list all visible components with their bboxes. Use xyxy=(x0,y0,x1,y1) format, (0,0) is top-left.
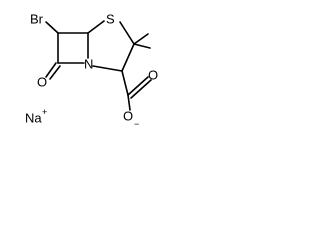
bond-carboxyl-o-double-a xyxy=(127,76,149,96)
nitrogen-label: N xyxy=(84,57,93,72)
bond-c7-o-double-a xyxy=(45,62,57,78)
bond-br-c6 xyxy=(45,21,59,34)
bond-c2-c3 xyxy=(121,43,135,72)
sulfur-label: S xyxy=(106,12,115,27)
bond-c2-methyl-down xyxy=(133,43,151,49)
atom-labels: Br S N O O O − Na + xyxy=(25,12,158,130)
bond-carboxyl-o-single xyxy=(127,94,131,111)
bond-c2-methyl-up xyxy=(133,33,149,45)
bonds xyxy=(45,20,152,111)
molecule-structure: Br S N O O O − Na + xyxy=(25,12,158,130)
bromine-label: Br xyxy=(30,12,44,27)
ketone-oxygen-label: O xyxy=(37,75,47,90)
bond-c3-n4 xyxy=(92,65,123,72)
bond-s-c2 xyxy=(119,21,135,45)
sodium-charge: + xyxy=(42,107,47,117)
bond-c7-o-double-b xyxy=(49,65,61,80)
bond-c5-s xyxy=(87,20,105,34)
bond-carboxyl-o-double-b xyxy=(130,79,152,99)
sodium-label: Na xyxy=(25,111,42,126)
carboxylate-oxygen-double-label: O xyxy=(148,68,158,83)
carboxylate-oxygen-label: O xyxy=(123,109,133,124)
bond-c3-carboxyl xyxy=(121,70,129,96)
carboxylate-charge: − xyxy=(134,119,139,129)
